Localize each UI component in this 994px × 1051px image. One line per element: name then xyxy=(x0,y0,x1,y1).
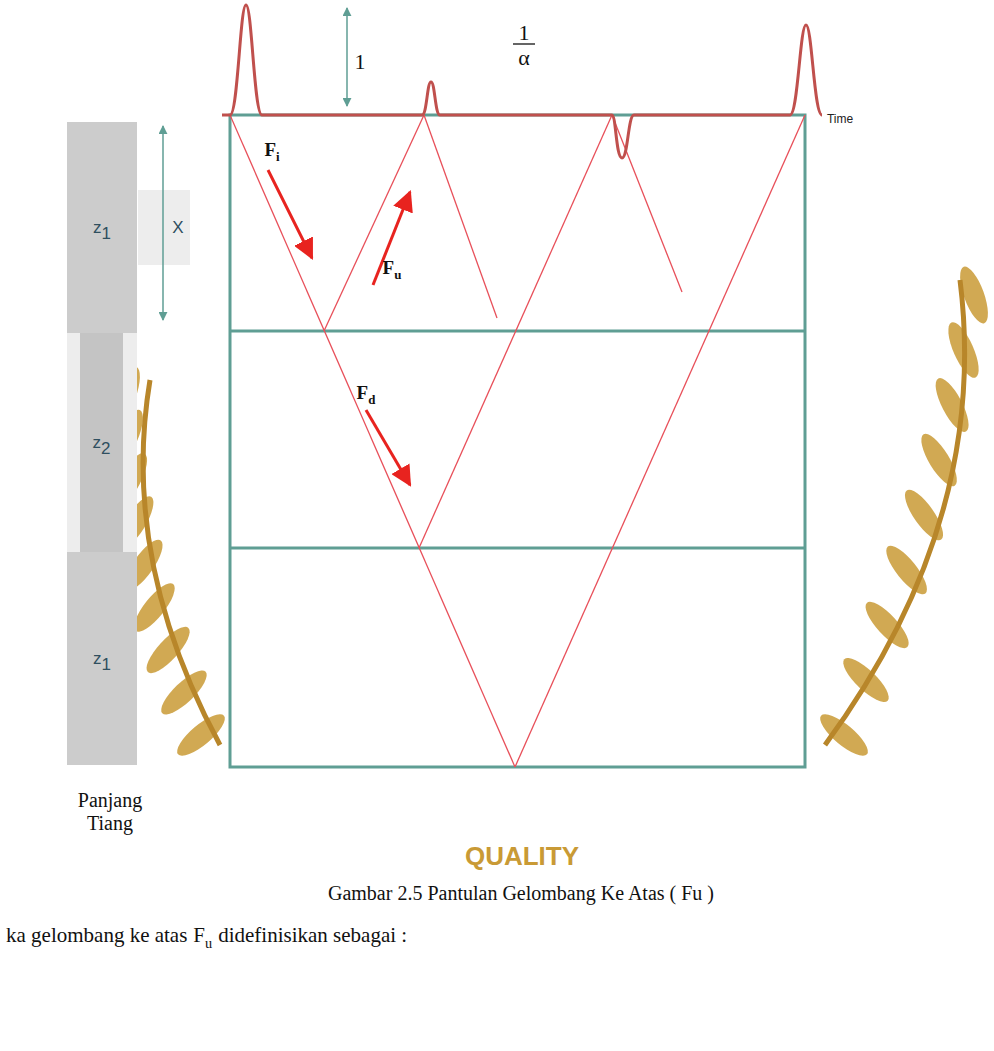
length-arrow xyxy=(162,126,164,320)
wave-path xyxy=(419,115,612,548)
force-symbol: F xyxy=(357,382,369,404)
pile-section: z1 xyxy=(67,552,137,765)
watermark: QUALITY xyxy=(465,842,579,872)
wave-path xyxy=(424,115,497,318)
impedance-subscript: 1 xyxy=(102,224,111,244)
wave-path xyxy=(324,115,424,331)
label-group: QUALITY xyxy=(465,842,579,872)
section-boundary xyxy=(230,330,805,333)
axis-label: Time xyxy=(827,113,853,127)
wave-path xyxy=(515,115,805,767)
force-subscript: u xyxy=(394,268,401,283)
label-group: 1α xyxy=(518,21,530,71)
impedance-symbol: z xyxy=(93,218,102,238)
laurel-leaf xyxy=(172,708,231,762)
impedance-symbol: z xyxy=(93,433,102,453)
pile-neck-outline xyxy=(67,333,137,552)
impedance-subscript: 1 xyxy=(102,655,111,675)
pile-section: z1 xyxy=(67,122,137,333)
upward-arrow xyxy=(373,192,410,285)
axis-label: Panjang Tiang xyxy=(64,789,156,835)
label-group: ka gelombang ke atasFudidefinisikan seba… xyxy=(6,923,407,947)
force-subscript: i xyxy=(276,150,280,165)
force-symbol: F xyxy=(383,257,395,279)
incident-arrow xyxy=(268,170,312,258)
lattice-frame xyxy=(230,115,805,767)
section-boundary xyxy=(230,547,805,550)
label-group: Panjang Tiang xyxy=(64,789,156,835)
downward-arrow xyxy=(366,410,410,485)
signal-trace xyxy=(222,5,822,158)
x-marker-box xyxy=(138,190,190,265)
impedance-symbol: z xyxy=(93,649,102,669)
label-group: Fi xyxy=(264,139,279,161)
label-group: Fu xyxy=(383,257,402,279)
fraction-numerator: 1 xyxy=(519,21,530,44)
label-group: 1 xyxy=(355,49,366,74)
position-label: X xyxy=(172,218,183,238)
fraction-denominator: α xyxy=(518,46,530,69)
wave-path xyxy=(612,115,682,292)
force-subscript: d xyxy=(368,393,375,408)
laurel-leaf xyxy=(929,374,974,436)
pile-section: z2 xyxy=(80,333,123,552)
force-symbol: F xyxy=(264,139,276,161)
impedance-subscript: 2 xyxy=(101,439,110,459)
wave-path xyxy=(230,115,515,767)
figure-caption: Gambar 2.5 Pantulan Gelombang Ke Atas ( … xyxy=(328,882,714,905)
body-text: ka gelombang ke atas xyxy=(6,923,187,947)
amplitude-label: 1 xyxy=(355,49,366,74)
label-group: Fd xyxy=(357,382,376,404)
wave-paths xyxy=(230,115,805,767)
force-subscript: u xyxy=(205,935,212,951)
label-group: Time xyxy=(827,113,853,127)
label-group: X xyxy=(172,218,183,238)
force-symbol: F xyxy=(193,923,205,947)
body-text: didefinisikan sebagai : xyxy=(218,923,407,947)
amplitude-arrow xyxy=(346,8,348,106)
